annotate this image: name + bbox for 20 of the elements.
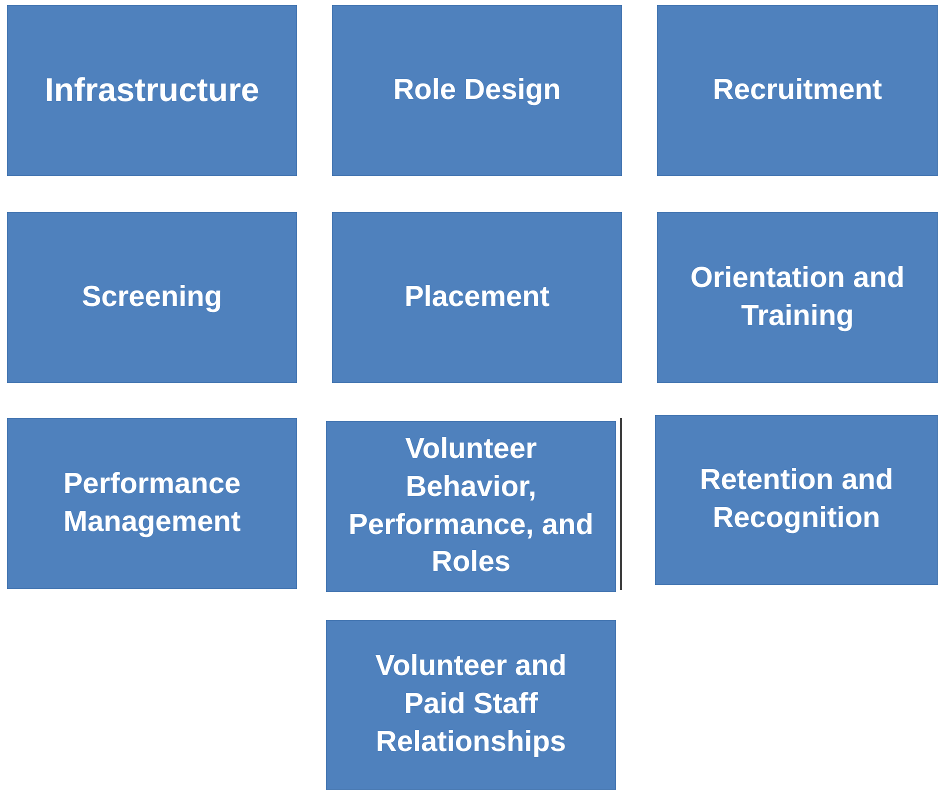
- box-label: Screening: [82, 280, 222, 315]
- box-label: Performance Management: [62, 466, 242, 540]
- process-box: [655, 415, 938, 585]
- box-label: Recruitment: [712, 72, 882, 108]
- box-label: Volunteer and Paid Staff Relationships: [374, 649, 568, 760]
- box-label: Volunteer Behavior, Performance, and Roles: [348, 432, 594, 580]
- process-box: [657, 212, 938, 383]
- box-label: Orientation and Training: [689, 260, 906, 334]
- process-box: [7, 212, 297, 383]
- box-label: Retention and Recognition: [698, 463, 894, 536]
- process-box: [7, 418, 297, 589]
- process-box: [332, 212, 622, 383]
- box-label: Infrastructure: [44, 70, 260, 110]
- process-box: [332, 5, 622, 176]
- process-box: [326, 620, 616, 790]
- process-box: [7, 5, 297, 176]
- process-box: [657, 5, 938, 176]
- box-label: Role Design: [393, 72, 561, 108]
- box-label: Placement: [404, 280, 550, 315]
- process-box: [326, 421, 616, 592]
